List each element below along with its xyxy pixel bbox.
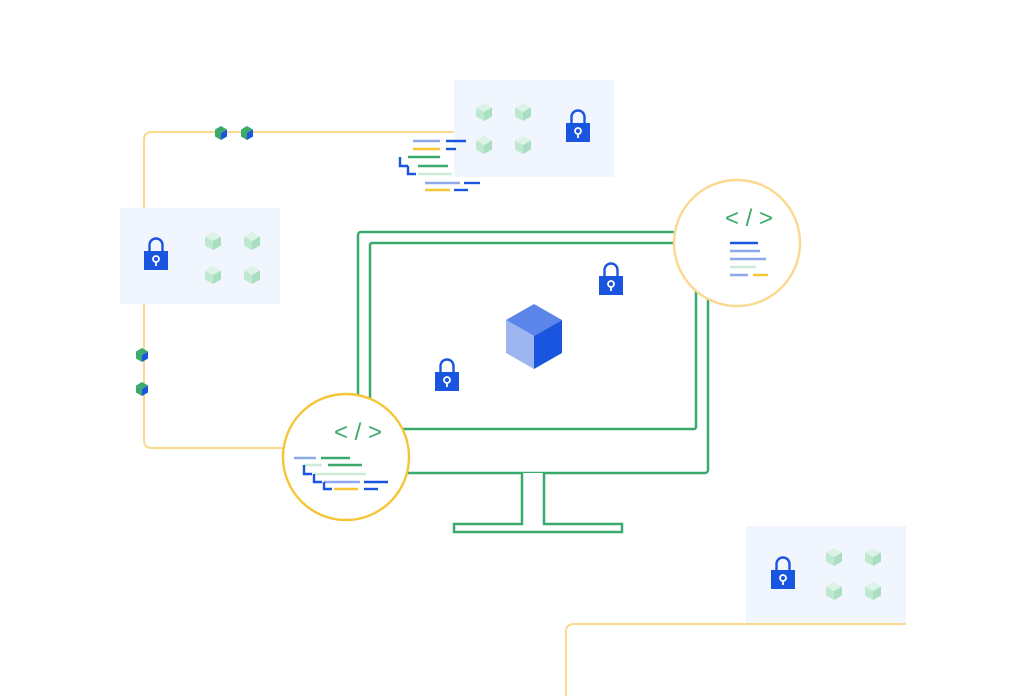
monitor-stand bbox=[452, 473, 624, 534]
secure-panel-left bbox=[120, 208, 280, 304]
connector-bottom-right bbox=[565, 623, 906, 696]
tiny-cube-icon bbox=[136, 348, 148, 362]
code-circle-right: < / > bbox=[672, 178, 802, 308]
secure-panel-bottom-right bbox=[746, 526, 906, 623]
monitor bbox=[356, 230, 710, 534]
code-lines-top bbox=[398, 139, 480, 192]
tiny-cube-icon bbox=[241, 126, 253, 140]
code-circle-left: < / > bbox=[281, 392, 411, 522]
code-brackets-icon: < / > bbox=[725, 205, 773, 232]
tiny-cube-icon bbox=[136, 382, 148, 396]
tiny-cube-icon bbox=[215, 126, 227, 140]
secure-panel-top bbox=[454, 80, 614, 177]
code-brackets-icon: < / > bbox=[334, 419, 382, 446]
cube-icon bbox=[506, 304, 562, 369]
